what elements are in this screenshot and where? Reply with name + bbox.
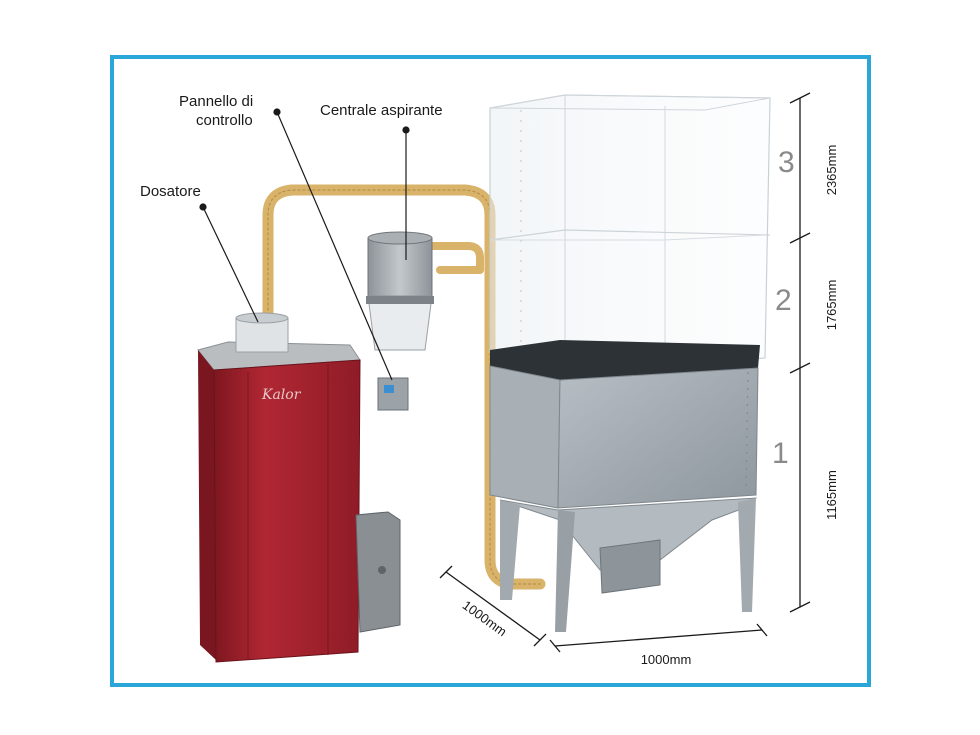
level-1-number: 1 — [772, 437, 789, 470]
depth-label: 1000mm — [460, 597, 510, 639]
level-3-number: 3 — [778, 146, 795, 179]
centrale-label: Centrale aspirante — [320, 102, 443, 119]
height-2365-label: 2365mm — [824, 145, 839, 196]
callout-leaders — [199, 108, 410, 381]
brand-logo: Kalor — [261, 387, 302, 403]
control-panel — [377, 377, 409, 411]
silo-metal-box — [489, 340, 760, 509]
width-label: 1000mm — [641, 652, 692, 667]
depth-dimension-line — [439, 565, 547, 647]
silo-hopper-legs — [499, 497, 757, 632]
height-1165-label: 1165mm — [824, 470, 839, 520]
pannello-label-line2: controllo — [196, 112, 253, 129]
centrale-aspirante-unit — [366, 231, 434, 351]
suction-hose — [262, 184, 546, 590]
pannello-label-line1: Pannello di — [179, 93, 253, 110]
dosatore-label: Dosatore — [140, 183, 201, 200]
height-1765-label: 1765mm — [824, 280, 839, 331]
dosatore-feeder — [235, 312, 289, 353]
boiler: Kalor — [197, 341, 401, 663]
silo-glass-sections — [489, 94, 771, 373]
level-2-number: 2 — [775, 284, 792, 317]
width-dimension-line — [549, 623, 768, 653]
vertical-dimension-line — [789, 92, 811, 613]
